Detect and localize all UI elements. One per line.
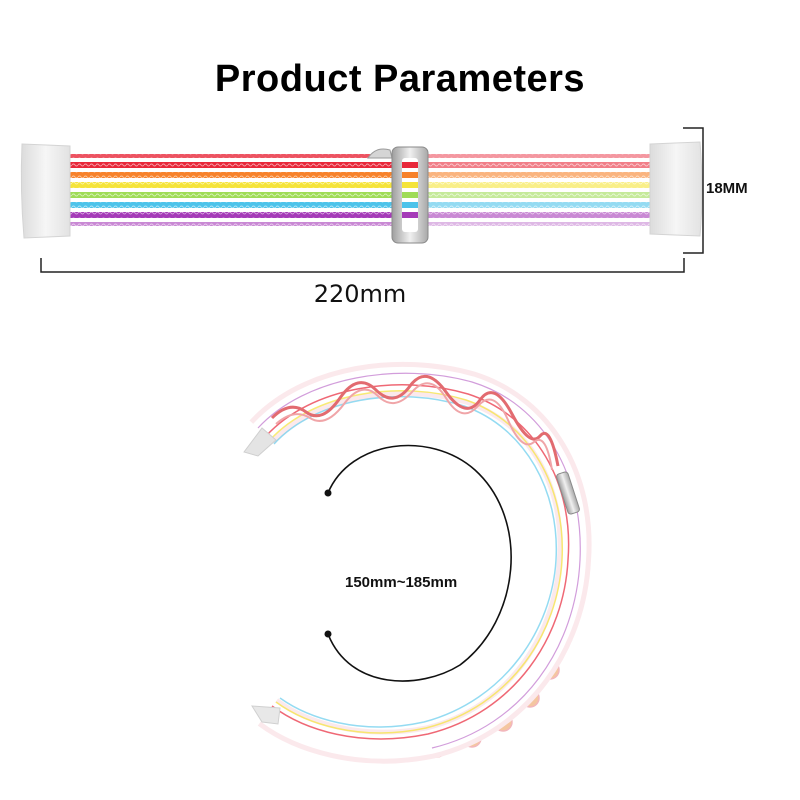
rainbow-stripes	[70, 150, 660, 244]
page-title: Product Parameters	[214, 58, 586, 100]
width-dimension-bracket	[683, 127, 704, 254]
arc-end-dot	[324, 630, 332, 638]
curved-strap	[243, 361, 592, 764]
wrist-range-label: 150mm~185mm	[345, 574, 458, 591]
bottom-connector	[251, 705, 281, 725]
wrist-range-arc	[324, 444, 512, 682]
curved-buckle	[556, 471, 580, 515]
right-connector	[649, 141, 703, 237]
length-label: 220mm	[313, 280, 407, 308]
straight-strap	[20, 141, 703, 244]
left-connector	[20, 143, 71, 239]
length-dimension-line	[40, 258, 685, 273]
top-connector	[243, 427, 277, 457]
buckle	[367, 146, 429, 244]
width-label: 18MM	[706, 180, 748, 197]
arc-start-dot	[324, 489, 332, 497]
